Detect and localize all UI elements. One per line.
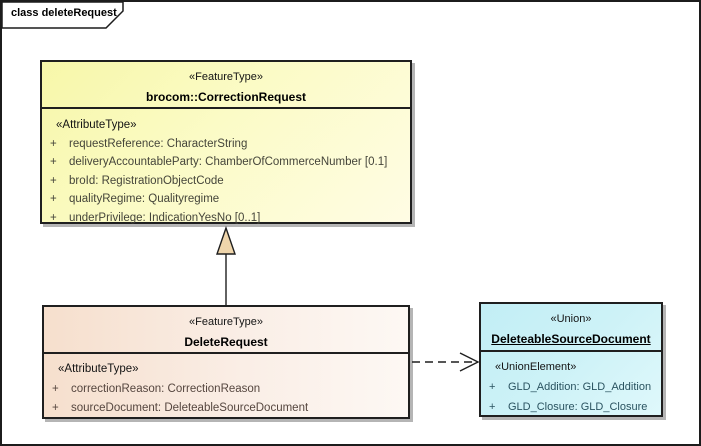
visibility-marker: + (50, 137, 57, 150)
class-header: «Union» DeleteableSourceDocument (481, 304, 661, 352)
class-box-delete-request: «FeatureType» DeleteRequest «AttributeTy… (42, 305, 410, 419)
diagram-title: class deleteRequest (11, 7, 117, 19)
attribute-text: underPrivilege: IndicationYesNo [0..1] (69, 211, 261, 224)
attribute-row: + deliveryAccountableParty: ChamberOfCom… (42, 153, 410, 172)
attribute-text: GLD_Closure: GLD_Closure (508, 401, 648, 413)
attribute-compartment: «UnionElement» + GLD_Addition: GLD_Addit… (481, 352, 661, 417)
attribute-row: + underPrivilege: IndicationYesNo [0..1] (42, 209, 410, 228)
attribute-row: + sourceDocument: DeleteableSourceDocume… (44, 399, 408, 419)
attribute-stereotype: «AttributeType» (56, 119, 137, 131)
class-name: DeleteRequest (184, 335, 268, 349)
attribute-text: GLD_Addition: GLD_Addition (508, 381, 652, 393)
class-name: brocom::CorrectionRequest (145, 90, 306, 104)
attribute-row: + requestReference: CharacterString (42, 135, 410, 154)
attribute-row: + GLD_Closure: GLD_Closure (481, 397, 661, 417)
diagram-frame-tab: class deleteRequest (2, 2, 132, 32)
attribute-text: broId: RegistrationObjectCode (69, 174, 224, 187)
attribute-text: sourceDocument: DeleteableSourceDocument (71, 402, 309, 414)
attribute-compartment: «AttributeType» + requestReference: Char… (42, 109, 410, 227)
attribute-text: deliveryAccountableParty: ChamberOfComme… (69, 156, 388, 168)
attribute-row: + GLD_Addition: GLD_Addition (481, 377, 661, 397)
class-header: «FeatureType» brocom::CorrectionRequest (42, 62, 410, 109)
generalization-arrow (216, 225, 236, 305)
class-box-deleteable-source-document: «Union» DeleteableSourceDocument «UnionE… (479, 302, 663, 417)
attribute-row: + qualityRegime: Qualityregime (42, 190, 410, 209)
visibility-marker: + (50, 211, 57, 224)
class-box-correction-request: «FeatureType» brocom::CorrectionRequest … (40, 60, 412, 224)
class-stereotype: «FeatureType» (189, 316, 263, 328)
class-name: DeleteableSourceDocument (491, 332, 651, 346)
attribute-compartment: «AttributeType» + correctionReason: Corr… (44, 354, 408, 419)
visibility-marker: + (50, 193, 57, 205)
visibility-marker: + (489, 381, 496, 393)
attribute-row: + correctionReason: CorrectionReason (44, 380, 408, 400)
class-header: «FeatureType» DeleteRequest (44, 307, 408, 354)
frame-tab-shape (2, 2, 124, 29)
attribute-stereotype: «UnionElement» (495, 361, 577, 373)
dependency-arrow (412, 352, 480, 372)
visibility-marker: + (50, 156, 57, 168)
visibility-marker: + (52, 382, 59, 395)
attribute-text: correctionReason: CorrectionReason (71, 382, 261, 395)
visibility-marker: + (52, 402, 59, 414)
attribute-stereotype: «AttributeType» (58, 363, 139, 375)
visibility-marker: + (489, 401, 496, 413)
class-stereotype: «Union» (550, 313, 592, 325)
attribute-text: requestReference: CharacterString (69, 137, 248, 150)
visibility-marker: + (50, 174, 57, 187)
attribute-text: qualityRegime: Qualityregime (69, 193, 220, 205)
attribute-row: + broId: RegistrationObjectCode (42, 172, 410, 191)
class-stereotype: «FeatureType» (189, 71, 263, 83)
